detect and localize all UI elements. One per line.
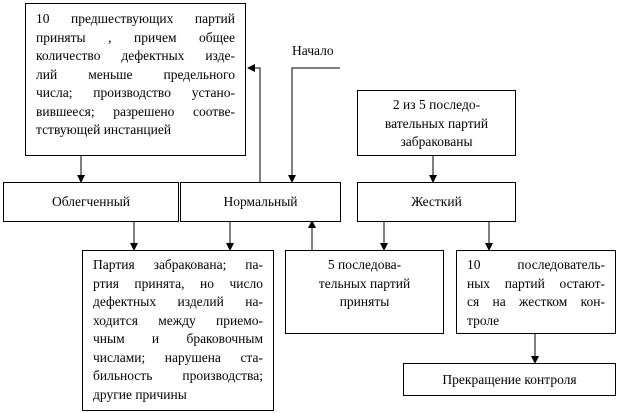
text-line: другие причины — [93, 386, 187, 402]
text-line: числами; нарушена ста- — [93, 349, 263, 365]
text-line: троле — [467, 312, 500, 328]
arrow-normal-to-condition — [247, 64, 261, 182]
text-line: 10 предшествующих партий — [36, 11, 235, 26]
text-line: приняты , причем общее — [36, 29, 235, 45]
normal-inspection-box: Нормальный — [180, 182, 341, 222]
stop-inspection-box: Прекращение контроля — [403, 363, 616, 396]
text-line: Партия забракована; па- — [93, 257, 263, 272]
reduced-inspection-box: Облегченный — [3, 182, 179, 222]
rejection-reasons-box: Партия забракована; па- ртия принята, но… — [82, 250, 274, 411]
text-line: лий меньше предельного — [36, 66, 235, 82]
stop-label: Прекращение контроля — [442, 371, 577, 387]
text-line: ртия принята, но число — [93, 275, 263, 291]
text-line: бильность производства; — [93, 368, 263, 383]
text-line: количество дефектных изде- — [36, 48, 235, 63]
text-line: 2 из 5 последо- — [392, 97, 481, 112]
text-line: ходится между приемо- — [93, 312, 263, 328]
text-line: тельных партий — [318, 275, 411, 291]
text-line: тствующей инстанцией — [36, 122, 172, 137]
tightened-inspection-box: Жесткий — [357, 182, 516, 222]
text-line: забракованы — [400, 134, 473, 149]
text-line: 5 последова- — [327, 257, 402, 272]
normal-transition-condition-box: 10 предшествующих партий приняты , приче… — [25, 3, 246, 156]
text-line: числа; производство устано- — [36, 85, 235, 100]
text-line: ся на жестком кон- — [467, 294, 605, 309]
tightened-condition-box: 2 из 5 последо- вательных партий забрако… — [357, 90, 516, 156]
five-accepted-box: 5 последова- тельных партий приняты — [285, 250, 444, 334]
text-line: дефектных изделий на- — [93, 294, 263, 309]
text-line: ных партий остают- — [467, 275, 605, 291]
text-line: чным и браковочным — [93, 331, 263, 346]
normal-label: Нормальный — [223, 194, 298, 209]
text-line: 10 последователь- — [467, 257, 605, 272]
start-label: Начало — [292, 43, 334, 58]
text-line: вившееся; разрешено соотве- — [36, 103, 235, 119]
ten-tightened-box: 10 последователь- ных партий остают- ся … — [456, 250, 616, 334]
tightened-label: Жесткий — [411, 194, 462, 209]
text-line: вательных партий — [384, 115, 489, 131]
reduced-label: Облегченный — [51, 194, 131, 209]
arrow-start-to-normal — [288, 67, 340, 183]
text-line: приняты — [339, 294, 390, 309]
